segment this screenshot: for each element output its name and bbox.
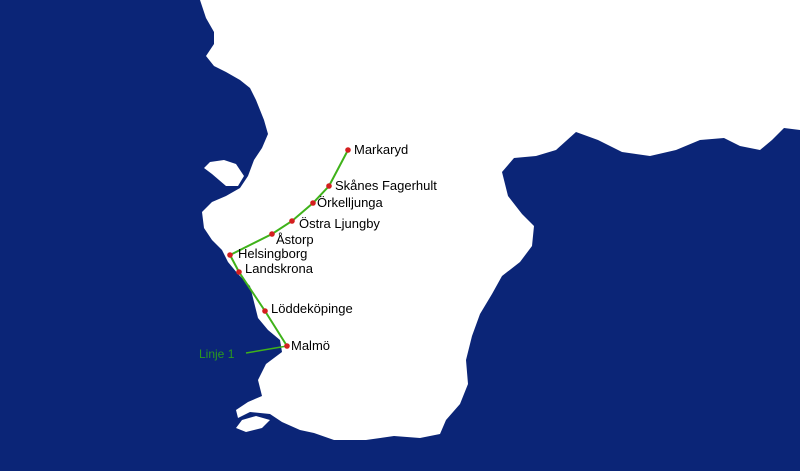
stop-marker-orkelljunga <box>310 200 316 206</box>
stop-label-orkelljunga: Örkelljunga <box>317 195 384 210</box>
stop-label-landskrona: Landskrona <box>245 261 314 276</box>
stop-label-skanes-fagerhult: Skånes Fagerhult <box>335 178 437 193</box>
stop-marker-loddekopinge <box>262 308 268 314</box>
stop-label-helsingborg: Helsingborg <box>238 246 307 261</box>
stop-label-ostra-ljungby: Östra Ljungby <box>299 216 380 231</box>
stop-marker-markaryd <box>345 147 351 153</box>
stop-marker-ostra-ljungby <box>289 218 295 224</box>
stop-label-astorp: Åstorp <box>276 232 314 247</box>
land-mainland <box>200 0 800 440</box>
stop-label-malmo: Malmö <box>291 338 330 353</box>
stop-marker-malmo <box>284 343 290 349</box>
line-label: Linje 1 <box>199 347 235 361</box>
stop-marker-astorp <box>269 231 275 237</box>
stop-marker-skanes-fagerhult <box>326 183 332 189</box>
stop-label-loddekopinge: Löddeköpinge <box>271 301 353 316</box>
stop-label-markaryd: Markaryd <box>354 142 408 157</box>
land-falsterbo <box>236 416 270 432</box>
line-label-leader <box>245 345 288 354</box>
stop-marker-landskrona <box>236 269 242 275</box>
land-kullen <box>204 160 244 186</box>
stop-marker-helsingborg <box>227 252 233 258</box>
